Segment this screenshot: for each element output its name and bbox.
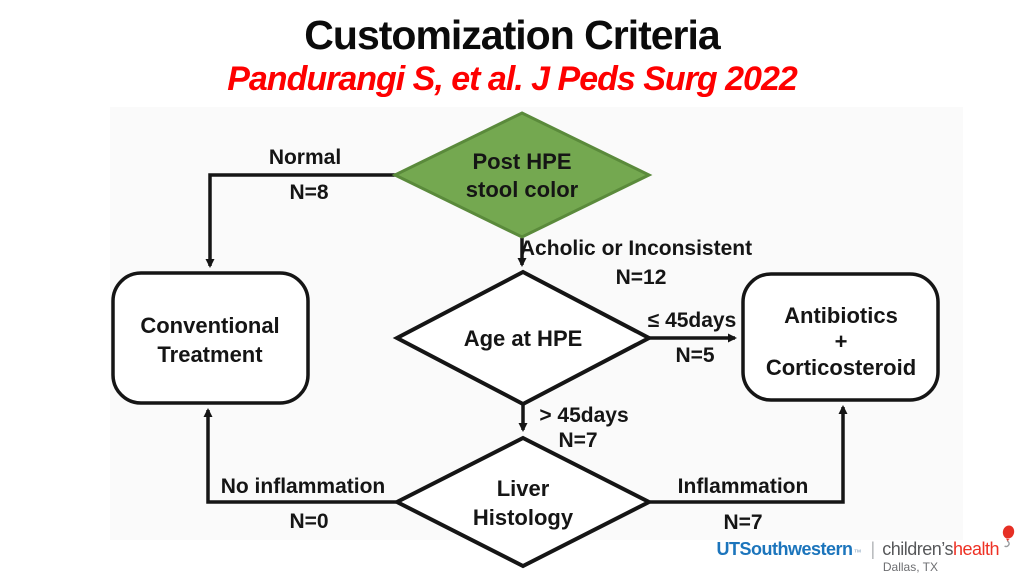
node-antibiotics-corticosteroid [741,272,940,402]
edge-no-inflammation-label: No inflammation [221,475,386,498]
page-title: Customization Criteria [304,12,720,58]
conventional-treatment-label-line2: Treatment [157,342,263,367]
trademark-symbol: ™ [853,548,862,557]
decision-liver-histology [392,435,654,569]
stool-color-label-line2: stool color [466,177,579,202]
logo-location: Dallas, TX [882,560,938,574]
edge-inflammation-label: Inflammation [678,475,809,498]
decision-age-at-hpe [392,269,654,407]
logo-separator: | [870,539,876,559]
childrens-health-logo-text: health [952,539,1000,559]
citation: Pandurangi S, et al. J Peds Surg 2022 [227,60,798,98]
age-at-hpe-label: Age at HPE [464,326,583,351]
edge-normal [205,173,396,268]
southwestern-logo-text: Southwestern [739,539,854,559]
antibiotics-label-line2: + [835,329,848,354]
edge-no-inflammation-count: N=0 [289,510,328,533]
edge-normal-count: N=8 [289,181,328,204]
edge-age-le-45-label: ≤ 45days [648,309,737,332]
edge-age-gt-45-label: > 45days [539,404,628,427]
antibiotics-label-line1: Antibiotics [784,303,898,328]
edge-normal-label: Normal [269,146,341,169]
edge-acholic-label: Acholic or Inconsistent [520,237,752,260]
edge-age-le-45-count: N=5 [675,344,714,367]
edge-no-inflammation [203,408,396,504]
liver-histology-label-line2: Histology [473,505,574,530]
liver-histology-label-line1: Liver [497,476,550,501]
node-conventional-treatment [111,271,310,405]
edge-age-gt-45-count: N=7 [558,429,597,452]
edge-inflammation [650,405,848,504]
childrens-logo-text: children’s [882,539,953,559]
balloon-icon [999,525,1016,553]
stool-color-label-line1: Post HPE [472,149,571,174]
edge-acholic-count: N=12 [616,266,667,289]
conventional-treatment-label-line1: Conventional [140,313,279,338]
ut-logo-text: UT [716,539,741,559]
decision-stool-color [391,111,653,239]
antibiotics-label-line3: Corticosteroid [766,355,916,380]
edge-inflammation-count: N=7 [723,511,762,534]
